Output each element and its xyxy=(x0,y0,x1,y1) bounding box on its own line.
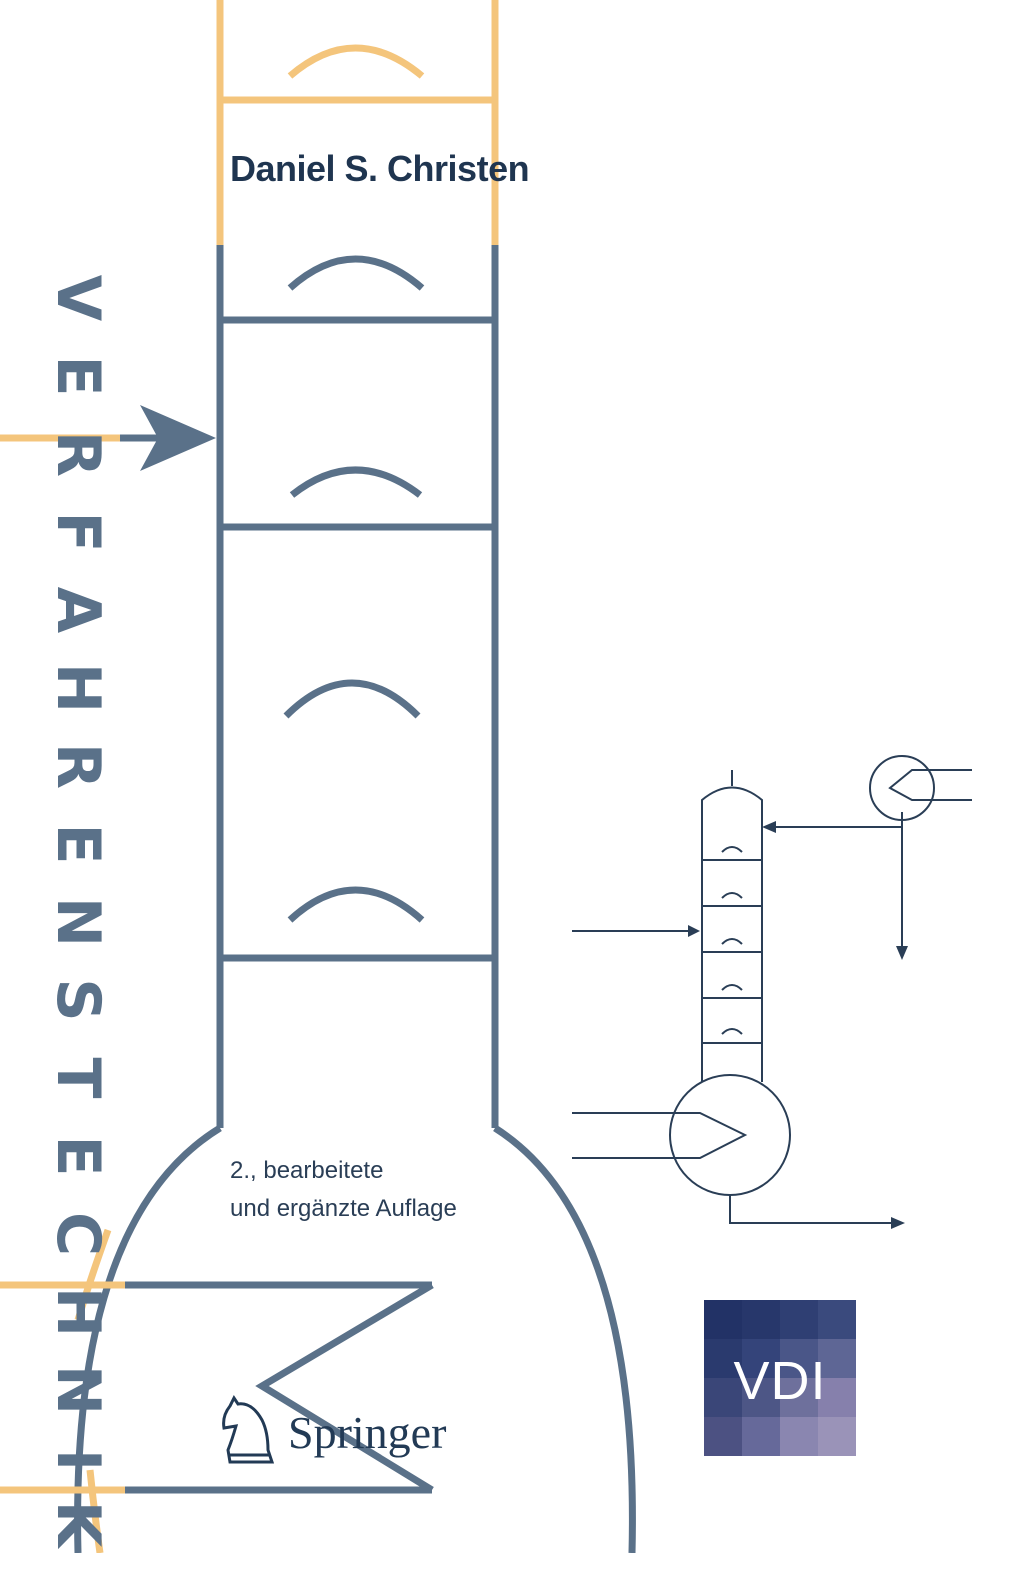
author-name: Daniel S. Christen xyxy=(230,148,530,189)
schematic-arrowheads xyxy=(688,821,908,1229)
column-body xyxy=(216,245,499,1128)
tray-bubble-cap-4 xyxy=(287,886,425,923)
series-letter: K xyxy=(43,1500,113,1548)
reboiler-flask xyxy=(74,1125,636,1553)
publisher-logo: Springer xyxy=(218,1392,446,1472)
arrow-right-icon xyxy=(0,405,216,471)
vdi-logo-text: VDI xyxy=(733,1351,827,1411)
process-schematic xyxy=(572,755,972,1224)
publisher-name: Springer xyxy=(288,1406,447,1458)
heating-coil xyxy=(0,1281,434,1494)
edition-line: 2., bearbeitete xyxy=(230,1157,384,1184)
knight-chess-piece-icon xyxy=(222,1395,275,1464)
edition-note: 2., bearbeitete und ergänzte Auflage xyxy=(230,1152,457,1228)
tray-bubble-cap-3 xyxy=(283,679,421,719)
tray-bubble-cap-1 xyxy=(287,255,425,291)
vdi-logo xyxy=(704,1300,856,1456)
edition-line: und ergänzte Auflage xyxy=(230,1195,457,1222)
column-top-orange xyxy=(216,0,499,245)
tray-bubble-cap-2 xyxy=(289,466,423,498)
